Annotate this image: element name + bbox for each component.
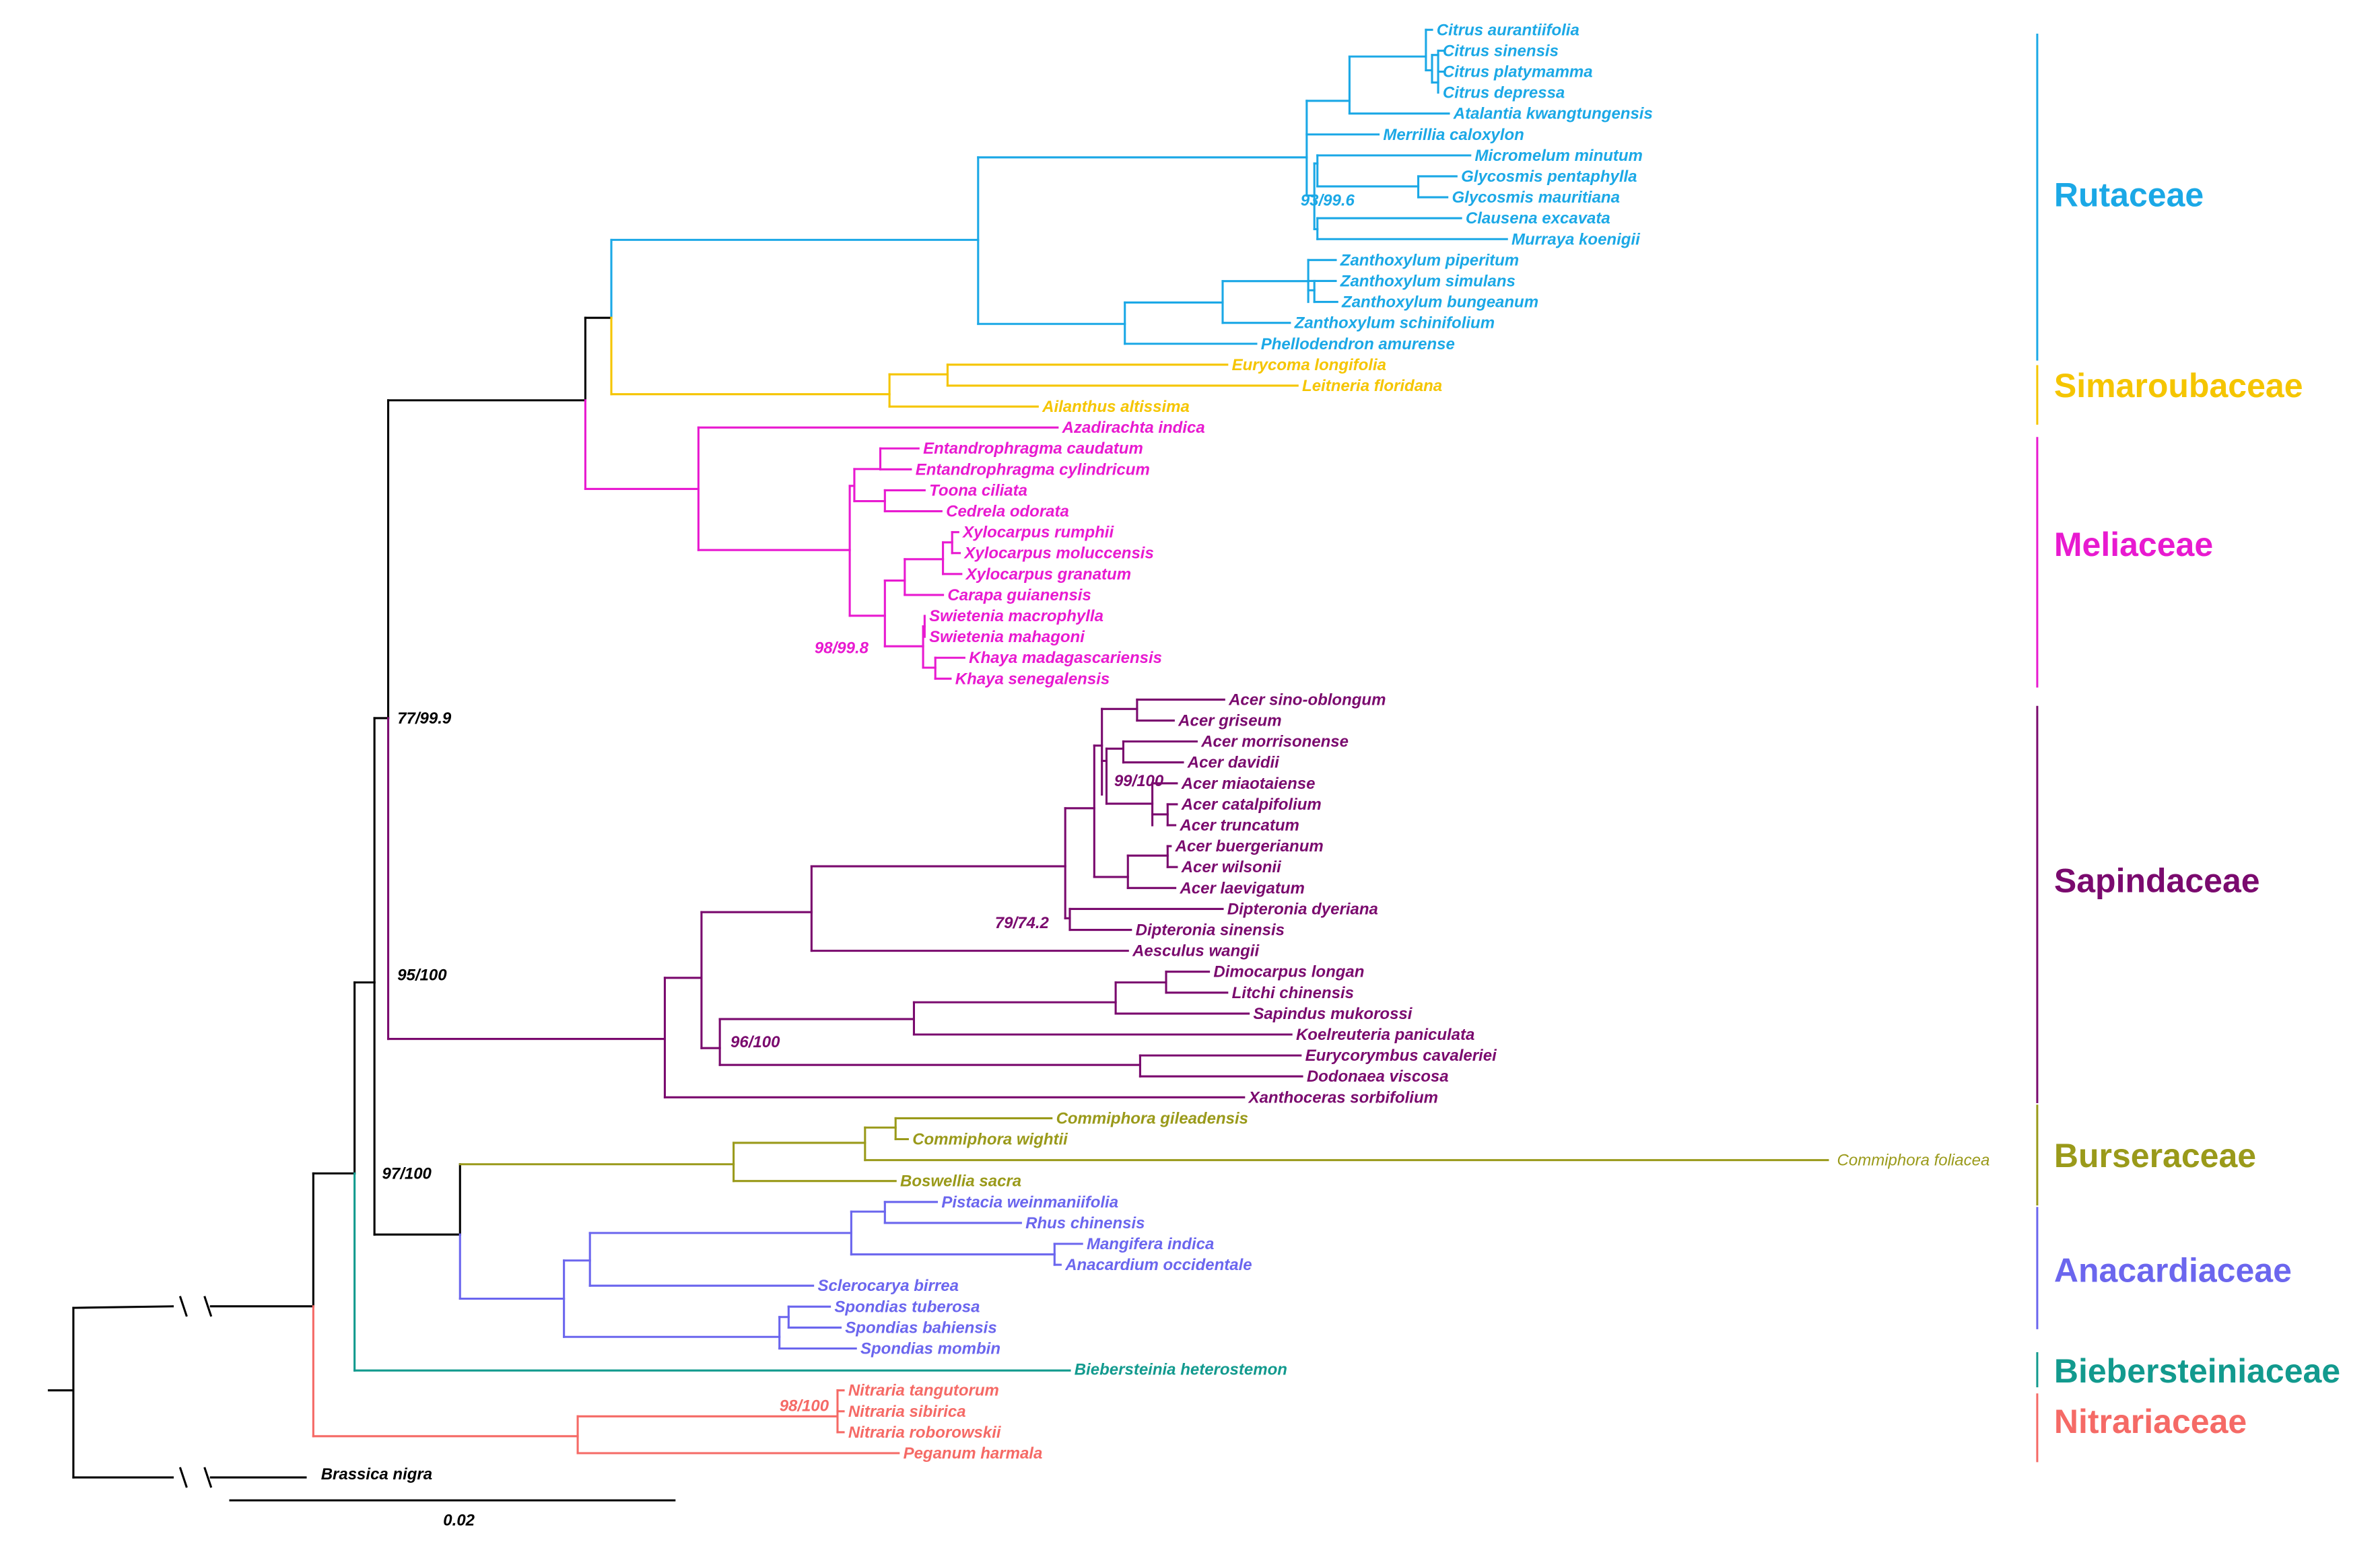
taxon-label: Spondias bahiensis — [845, 1319, 996, 1337]
taxon-label: Acer laevigatum — [1179, 879, 1304, 897]
taxon-label: Rhus chinensis — [1025, 1214, 1145, 1232]
taxon-label: Acer truncatum — [1179, 816, 1299, 835]
taxon-label: Acer morrisonense — [1200, 733, 1349, 751]
taxon-label: Glycosmis pentaphylla — [1461, 168, 1637, 186]
support-value: 98/100 — [780, 1397, 829, 1415]
axis-break-mark — [203, 1296, 213, 1317]
taxon-label: Zanthoxylum bungeanum — [1341, 293, 1538, 312]
support-value: 95/100 — [397, 966, 447, 984]
taxon-label: Zanthoxylum piperitum — [1340, 251, 1519, 269]
taxon-label: Citrus platymamma — [1443, 63, 1593, 81]
taxon-label: Koelreuteria paniculata — [1296, 1026, 1474, 1044]
taxon-label: Acer sino-oblongum — [1228, 691, 1386, 709]
taxon-label: Eurycoma longifolia — [1232, 356, 1386, 374]
family-label: Anacardiaceae — [2054, 1251, 2292, 1289]
taxon-label: Entandrophragma cylindricum — [916, 460, 1150, 479]
support-value: 93/99.6 — [1301, 191, 1355, 209]
taxon-label: Phellodendron amurense — [1261, 335, 1455, 353]
axis-break-mark — [203, 1467, 213, 1488]
scale-bar-label: 0.02 — [443, 1512, 475, 1530]
family-label: Sapindaceae — [2054, 862, 2260, 900]
taxon-label: Acer davidii — [1187, 754, 1280, 772]
taxon-label: Acer buergerianum — [1175, 837, 1324, 855]
taxon-label: Boswellia sacra — [900, 1172, 1021, 1191]
taxon-label: Commiphora foliacea — [1837, 1152, 1990, 1170]
taxon-label: Anacardium occidentale — [1064, 1256, 1252, 1274]
taxon-label: Peganum harmala — [904, 1444, 1043, 1463]
taxon-label: Sapindus mukorossi — [1253, 1005, 1413, 1023]
taxon-label: Commiphora wightii — [912, 1131, 1068, 1149]
taxon-label: Sclerocarya birrea — [817, 1277, 958, 1295]
taxon-label: Cedrela odorata — [946, 503, 1069, 521]
support-value: 77/99.9 — [397, 709, 452, 728]
taxon-label: Nitraria roborowskii — [848, 1424, 1002, 1442]
family-label: Rutaceae — [2054, 176, 2204, 213]
taxon-label: Citrus aurantiifolia — [1437, 21, 1579, 39]
taxon-label: Acer griseum — [1178, 712, 1281, 730]
taxon-label: Acer miaotaiense — [1181, 775, 1316, 793]
taxon-label: Mangifera indica — [1087, 1235, 1214, 1253]
taxon-label: Glycosmis mauritiana — [1452, 188, 1620, 207]
taxon-label: Swietenia macrophylla — [929, 607, 1103, 625]
taxon-label: Litchi chinensis — [1232, 984, 1354, 1002]
support-value: 98/99.8 — [815, 639, 869, 657]
taxon-label: Xylocarpus rumphii — [961, 524, 1114, 542]
taxon-label: Zanthoxylum schinifolium — [1294, 314, 1495, 332]
taxon-label: Nitraria sibirica — [848, 1403, 966, 1421]
support-value: 96/100 — [730, 1033, 780, 1051]
family-label: Burseraceae — [2054, 1137, 2256, 1175]
taxon-label: Micromelum minutum — [1475, 147, 1643, 165]
taxon-label: Carapa guianensis — [947, 586, 1091, 604]
taxon-label: Entandrophragma caudatum — [923, 440, 1143, 458]
taxon-label: Swietenia mahagoni — [929, 628, 1085, 646]
taxon-label: Xylocarpus granatum — [965, 565, 1131, 584]
branch — [72, 1305, 174, 1309]
taxon-label: Acer catalpifolium — [1181, 796, 1322, 814]
family-label: Simaroubaceae — [2054, 367, 2303, 405]
taxon-label: Toona ciliata — [929, 481, 1027, 499]
taxon-label: Khaya senegalensis — [955, 670, 1110, 688]
taxon-label: Spondias tuberosa — [834, 1298, 980, 1316]
taxon-label: Merrillia caloxylon — [1383, 126, 1524, 144]
taxon-label: Xanthoceras sorbifolium — [1248, 1088, 1438, 1107]
taxon-label: Leitneria floridana — [1302, 377, 1442, 395]
taxon-label: Khaya madagascariensis — [969, 649, 1162, 667]
taxon-label: Clausena excavata — [1466, 209, 1610, 227]
axis-break-mark — [178, 1467, 188, 1488]
support-value: 99/100 — [1114, 772, 1164, 790]
family-label: Nitrariaceae — [2054, 1403, 2247, 1440]
taxon-label: Nitraria tangutorum — [848, 1382, 999, 1400]
taxon-label: Pistacia weinmaniifolia — [941, 1193, 1118, 1212]
taxon-label: Zanthoxylum simulans — [1340, 272, 1516, 290]
taxon-label: Azadirachta indica — [1062, 419, 1205, 437]
taxon-label: Dimocarpus longan — [1213, 963, 1364, 981]
taxon-label: Citrus depressa — [1443, 84, 1565, 102]
taxon-label: Dipteronia sinensis — [1136, 921, 1285, 940]
taxon-label: Commiphora gileadensis — [1056, 1109, 1248, 1127]
taxon-label: Acer wilsonii — [1181, 858, 1282, 876]
taxon-label: Aesculus wangii — [1132, 942, 1260, 960]
taxon-label: Biebersteinia heterostemon — [1075, 1361, 1287, 1379]
taxon-label: Atalantia kwangtungensis — [1453, 105, 1653, 123]
taxon-label: Dipteronia dyeriana — [1227, 900, 1378, 918]
axis-break-mark — [178, 1296, 188, 1317]
taxon-label: Citrus sinensis — [1443, 42, 1559, 60]
family-label: Biebersteiniaceae — [2054, 1352, 2340, 1390]
support-value: 79/74.2 — [995, 914, 1050, 932]
taxon-label: Eurycorymbus cavaleriei — [1305, 1047, 1497, 1065]
taxon-label: Murraya koenigii — [1511, 230, 1641, 248]
taxon-label: Xylocarpus moluccensis — [963, 545, 1153, 563]
taxon-label: Dodonaea viscosa — [1307, 1067, 1449, 1086]
family-label: Meliaceae — [2054, 526, 2213, 563]
taxon-label: Brassica nigra — [321, 1465, 432, 1483]
support-value: 97/100 — [382, 1164, 432, 1183]
taxon-label: Spondias mombin — [860, 1340, 1000, 1358]
taxon-label: Ailanthus altissima — [1042, 398, 1190, 416]
